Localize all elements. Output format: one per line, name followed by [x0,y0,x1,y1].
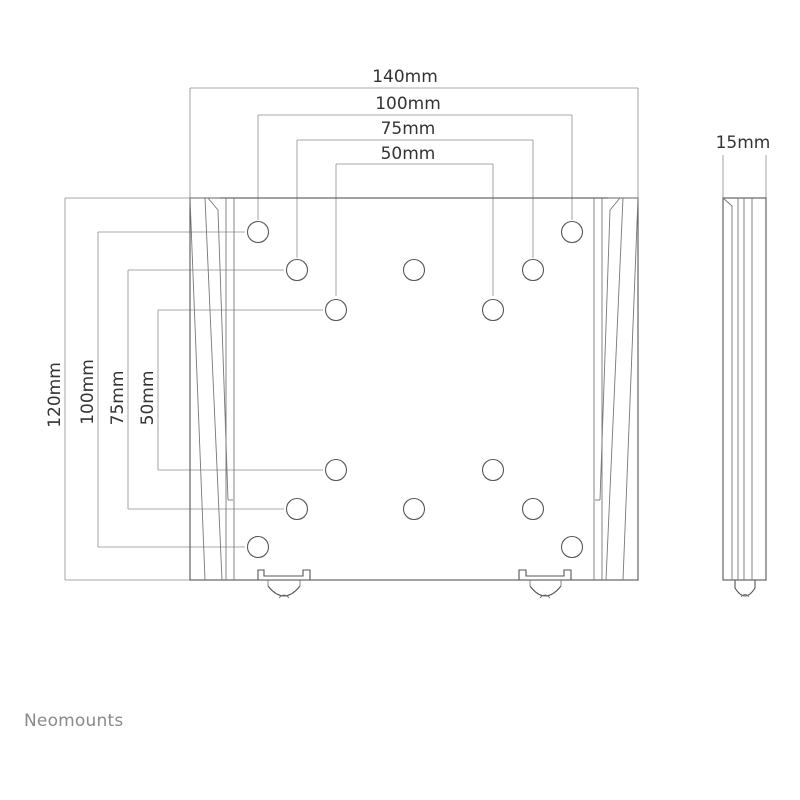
hole [481,458,505,482]
depth-15-label: 15mm [716,133,771,153]
locking-clip-left [257,569,311,599]
height-dimension-120: 120mm [45,197,205,581]
hole [521,497,545,521]
height-75-label: 75mm [108,371,128,426]
width-dimension-50: 50mm [335,144,494,296]
width-50-label: 50mm [381,144,436,164]
hole [246,220,270,244]
front-view-plate [189,197,639,581]
vesa-holes [246,220,584,559]
hole [324,298,348,322]
hole [560,220,584,244]
hole [560,535,584,559]
hole [285,258,309,282]
hole [481,298,505,322]
width-dimension-75: 75mm [296,119,534,258]
width-dimension-140: 140mm [189,67,639,198]
height-100-label: 100mm [78,359,98,425]
hole [285,497,309,521]
width-75-label: 75mm [381,119,436,139]
height-50-label: 50mm [138,371,158,426]
locking-clip-right [518,569,572,599]
brand-logo-text: Neomounts [24,711,123,731]
width-100-label: 100mm [375,94,441,114]
hole [246,535,270,559]
height-dimension-50: 50mm [138,309,323,471]
width-dimension-100: 100mm [257,94,573,220]
height-dimension-75: 75mm [108,269,284,510]
side-view: 15mm [716,133,771,598]
width-140-label: 140mm [372,67,438,87]
hole [402,497,426,521]
hole [402,258,426,282]
hole [324,458,348,482]
height-120-label: 120mm [45,362,65,428]
hole [521,258,545,282]
